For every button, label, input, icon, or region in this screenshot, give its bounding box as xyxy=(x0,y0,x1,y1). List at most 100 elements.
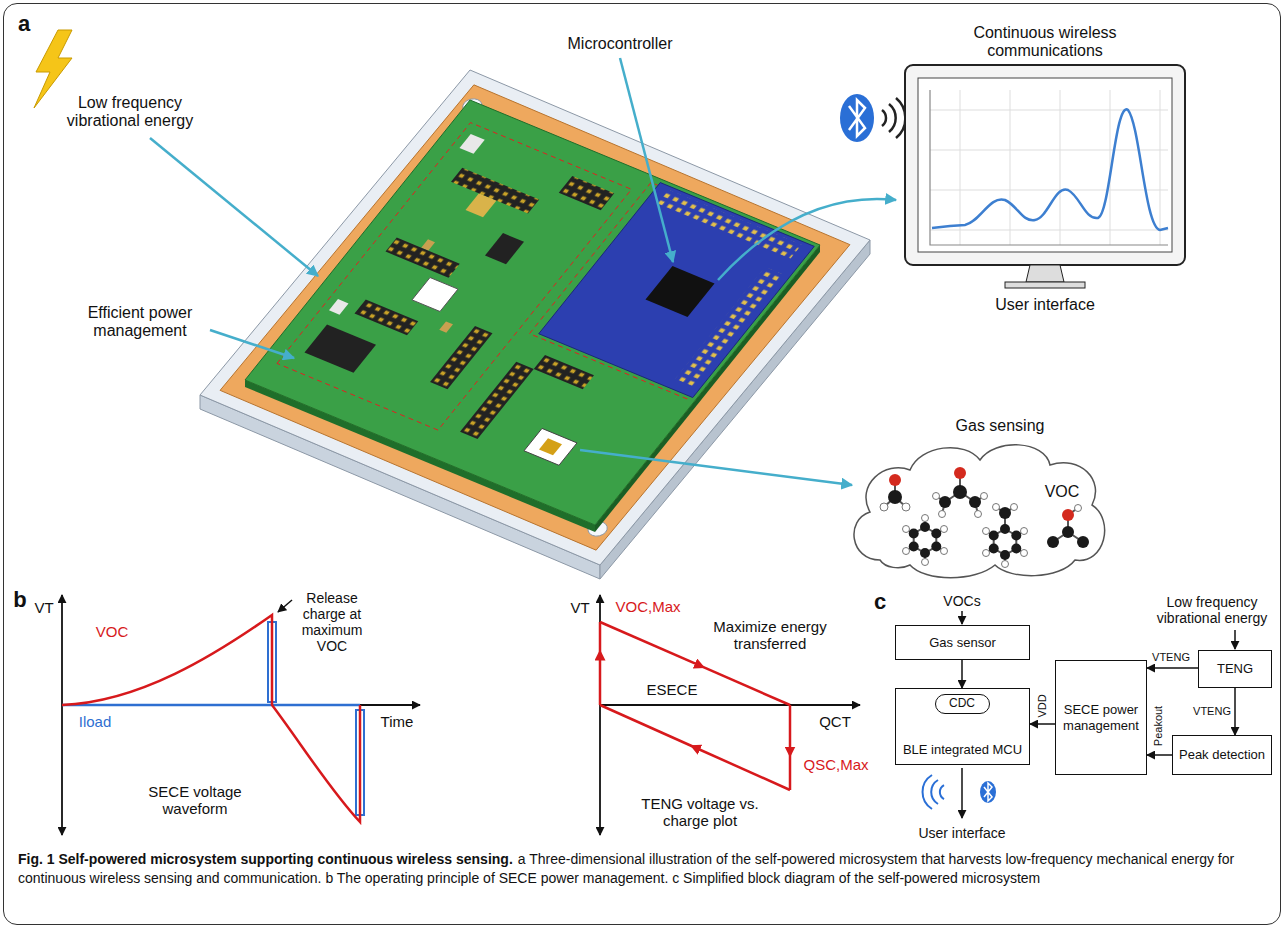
molecule-bonds xyxy=(884,473,1083,564)
y-axis xyxy=(599,595,601,835)
process-box: Gas sensor xyxy=(895,625,1030,660)
molecule-label: VOC xyxy=(1045,483,1080,501)
y-axis xyxy=(61,595,63,835)
callout-arrow xyxy=(278,600,292,612)
current-trace xyxy=(62,704,360,707)
pin-header xyxy=(559,176,615,210)
glass-plate xyxy=(200,70,870,565)
signal-arrow xyxy=(1030,723,1055,725)
annotation: Efficient power management xyxy=(78,304,203,341)
signal-arrow xyxy=(961,660,963,688)
signal-name: Peakout xyxy=(1152,705,1164,747)
input-arrow xyxy=(961,611,963,624)
panel-letter: c xyxy=(874,589,886,614)
annotation: Maximize energy transferred xyxy=(703,618,838,653)
node-text: Gas sensor xyxy=(929,635,995,651)
caption-title: Fig. 1 Self-powered microsystem supporti… xyxy=(18,851,513,867)
potentiometer xyxy=(329,299,349,315)
bluetooth-icon xyxy=(980,781,996,803)
signal-arrow xyxy=(1147,667,1198,669)
node-text: SECE power management xyxy=(1060,702,1142,733)
annotation: Release charge at maximum VOC xyxy=(286,590,378,654)
node-text: BLE integrated MCU xyxy=(903,742,1022,758)
leader-arrow xyxy=(210,330,294,358)
ble-module xyxy=(539,183,815,398)
chart-grid xyxy=(930,90,1168,245)
output-arrow xyxy=(961,768,963,818)
pcb xyxy=(245,100,820,525)
signal-arrow xyxy=(1234,688,1236,735)
wireless-waves xyxy=(882,98,905,138)
module-pins xyxy=(657,190,801,259)
ic-chip xyxy=(485,233,524,264)
substrate-plate xyxy=(200,70,870,565)
teng-electrode xyxy=(220,85,850,550)
monitor-screen xyxy=(918,78,1172,252)
figure-caption: Fig. 1 Self-powered microsystem supporti… xyxy=(18,850,1263,888)
signal-arrow xyxy=(1147,754,1172,756)
axis-label: VT xyxy=(34,599,53,616)
node-text: TENG xyxy=(1217,661,1253,677)
potentiometer xyxy=(460,134,485,154)
panel-letter: b xyxy=(13,587,26,612)
node-text: Peak detection xyxy=(1179,747,1265,763)
annotation: Low frequency vibrational energy xyxy=(55,94,205,131)
curve-label: QSC,Max xyxy=(803,756,868,773)
chart-axes xyxy=(930,90,1168,245)
curve-label: VOC,Max xyxy=(615,598,680,615)
annotation: Gas sensing xyxy=(956,417,1045,435)
process-box: TENG xyxy=(1198,650,1272,688)
leader-arrow xyxy=(150,138,318,276)
curve-label: VOC xyxy=(96,623,129,640)
axis-label: Time xyxy=(381,713,414,730)
plot-title: TENG voltage vs. charge plot xyxy=(630,795,770,830)
gas-cloud xyxy=(854,445,1105,578)
hydrogen-atoms xyxy=(880,493,1082,568)
mcu-box: BLE integrated MCU CDC xyxy=(895,688,1030,765)
bluetooth-icon xyxy=(840,94,874,142)
monitor-base xyxy=(1005,282,1085,288)
process-box: Peak detection xyxy=(1172,735,1272,775)
leader-arrow xyxy=(718,199,896,280)
sensor-trace xyxy=(932,109,1168,230)
signal-name: VTENG xyxy=(1151,651,1191,663)
output-label: User interface xyxy=(918,825,1005,841)
input-arrow xyxy=(1234,630,1236,649)
axis-label: QCT xyxy=(819,713,851,730)
pcb-board xyxy=(245,100,820,525)
signal-name: VTENG xyxy=(1192,705,1232,717)
pin-header xyxy=(386,238,460,278)
power-management-box: SECE power management xyxy=(1055,660,1147,775)
cdc-block: CDC xyxy=(935,694,990,714)
pin-header xyxy=(451,168,539,214)
input-label: Low frequency vibrational energy xyxy=(1150,594,1275,626)
panel-letter: a xyxy=(18,11,30,36)
monitor-frame xyxy=(905,65,1185,265)
bluetooth-rune xyxy=(984,783,992,801)
annotation: Microcontroller xyxy=(568,35,673,53)
bluetooth-rune xyxy=(849,100,865,136)
leader-arrow xyxy=(620,58,673,262)
pin-header xyxy=(534,355,594,389)
gas-sensor-chip xyxy=(524,428,577,465)
plot-title: SECE voltage waveform xyxy=(133,783,258,818)
annotation: Continuous wireless communications xyxy=(958,24,1133,61)
pin-header xyxy=(355,299,419,335)
sensor-electrode xyxy=(539,438,562,455)
inductor xyxy=(412,278,458,312)
curve-label: Iload xyxy=(79,713,112,730)
axis-label: VT xyxy=(570,599,589,616)
x-axis xyxy=(62,704,420,706)
pin-header xyxy=(460,362,534,439)
annotation: User interface xyxy=(995,296,1095,314)
wireless-icon xyxy=(923,775,944,809)
lightning-icon xyxy=(34,30,72,108)
monitor-stand xyxy=(1026,265,1064,282)
input-label: VOCs xyxy=(943,593,980,609)
power-region-outline xyxy=(277,123,632,431)
ic-chip xyxy=(305,324,377,372)
area-label: ESECE xyxy=(647,681,698,698)
node-text: CDC xyxy=(949,696,975,710)
pin-header xyxy=(430,326,493,389)
